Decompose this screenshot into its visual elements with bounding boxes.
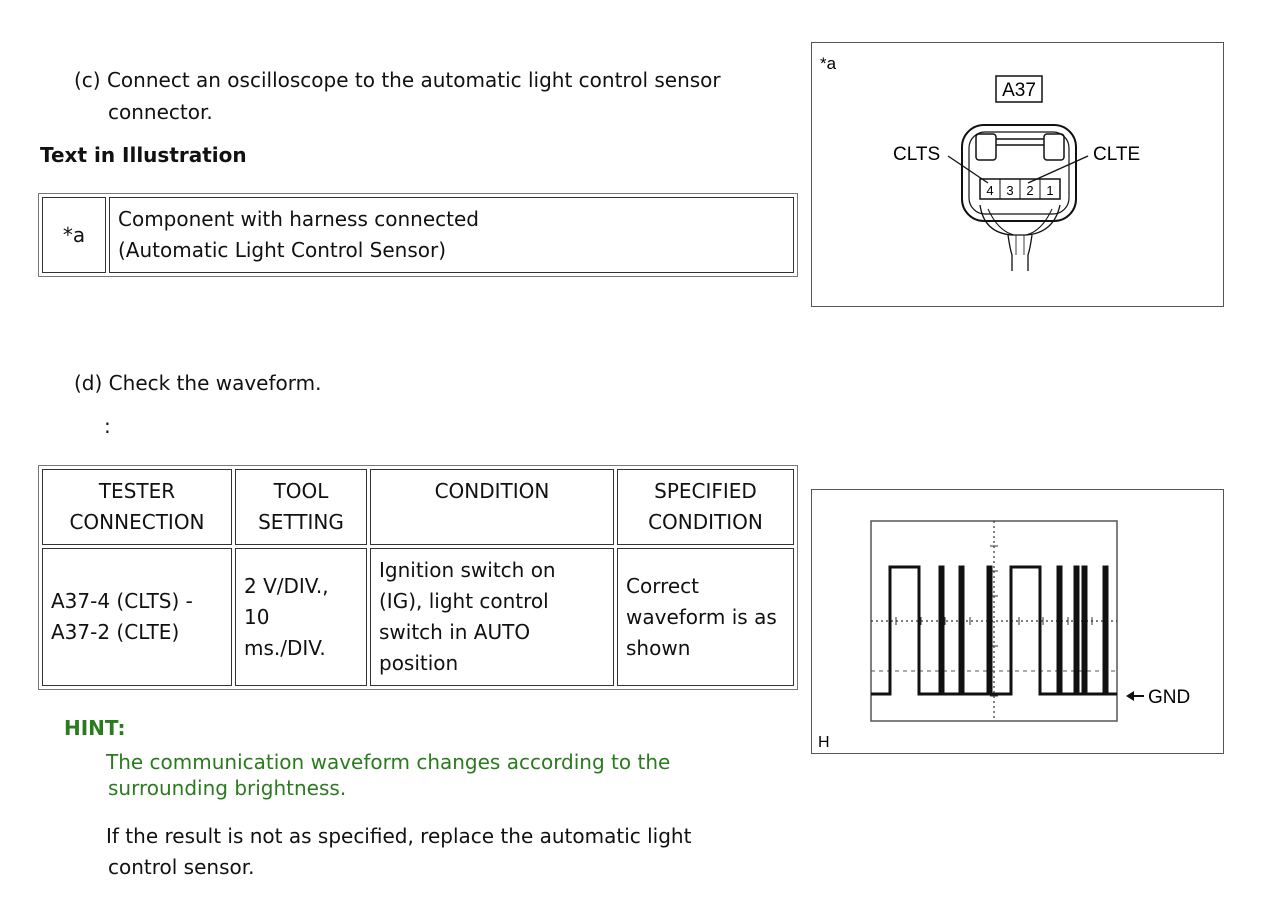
connector-drawing: *a A37 4 3 2 1 CLTS CLTE — [820, 54, 1140, 271]
table-row: A37-4 (CLTS) - A37-2 (CLTE) 2 V/DIV., 10… — [42, 548, 794, 686]
connector-inner-body — [968, 131, 1070, 215]
hint-line2: surrounding brightness. — [108, 776, 347, 800]
connector-id: A37 — [1002, 80, 1036, 101]
waveform-drawing: GND H — [818, 520, 1190, 751]
step-c-marker: (c) — [74, 68, 101, 92]
pin-1: 1 — [1046, 183, 1053, 198]
corner-label-h: H — [818, 734, 830, 751]
cell-text: Correct — [626, 573, 699, 598]
header-text: TESTER — [98, 479, 176, 503]
step-d: (d) Check the waveform. — [74, 367, 321, 399]
header-text: SETTING — [258, 510, 344, 534]
waveform-trace — [871, 565, 1117, 696]
cell-text: ms./DIV. — [244, 635, 326, 660]
cell-text: switch in AUTO — [379, 620, 531, 644]
cell-text: A37-2 (CLTE) — [51, 620, 180, 644]
result-line2: control sensor. — [108, 855, 255, 879]
connector-body — [961, 124, 1077, 222]
cell-text: shown — [626, 635, 691, 660]
header-text: TOOL — [273, 479, 329, 503]
cell-text: position — [379, 651, 459, 675]
header-tester-connection: TESTER CONNECTION — [42, 469, 232, 545]
hint-line1: The communication waveform changes accor… — [106, 750, 671, 774]
step-c: (c) Connect an oscilloscope to the autom… — [74, 64, 721, 128]
latch-left — [975, 133, 997, 161]
header-text: SPECIFIED — [654, 479, 757, 503]
cell-text: waveform is as — [626, 604, 777, 629]
pin-4: 4 — [986, 183, 993, 198]
cell-text: 10 — [244, 604, 270, 629]
description-cell: Component with harness connected (Automa… — [109, 197, 794, 273]
step-d-text: Check the waveform. — [108, 371, 322, 395]
cell-text: (IG), light control — [379, 589, 549, 613]
connector-id-box — [995, 75, 1043, 103]
step-d-marker: (d) — [74, 371, 103, 395]
cell-text: A37-4 (CLTS) - — [51, 589, 193, 613]
hint-body: The communication waveform changes accor… — [106, 749, 670, 801]
corner-label-a: *a — [820, 54, 837, 73]
text-in-illustration-table: *a Component with harness connected (Aut… — [38, 193, 798, 277]
pin-2: 2 — [1026, 183, 1033, 198]
cell-text: 2 V/DIV., — [244, 573, 329, 598]
pin-3: 3 — [1006, 183, 1013, 198]
clte-label: CLTE — [1093, 144, 1140, 165]
gnd-label: GND — [1148, 687, 1190, 708]
connector-illustration: *a A37 4 3 2 1 CLTS CLTE — [811, 42, 1224, 307]
cell-condition: Ignition switch on (IG), light control s… — [370, 548, 614, 686]
cell-tester-connection: A37-4 (CLTS) - A37-2 (CLTE) — [42, 548, 232, 686]
header-text: CONDITION — [648, 510, 763, 534]
step-c-text-line1: Connect an oscilloscope to the automatic… — [106, 68, 721, 92]
result-instruction: If the result is not as specified, repla… — [106, 821, 691, 883]
step-c-text-line2: connector. — [108, 100, 213, 124]
description-line2: (Automatic Light Control Sensor) — [118, 238, 447, 262]
header-specified-condition: SPECIFIED CONDITION — [617, 469, 794, 545]
result-line1: If the result is not as specified, repla… — [106, 824, 692, 848]
waveform-illustration: GND H — [811, 489, 1224, 754]
header-tool-setting: TOOL SETTING — [235, 469, 367, 545]
cell-specified-condition: Correct waveform is as shown — [617, 548, 794, 686]
table-row: *a Component with harness connected (Aut… — [42, 197, 794, 273]
text-in-illustration-heading: Text in Illustration — [40, 143, 247, 167]
hint-title: HINT: — [64, 716, 126, 740]
header-text: CONDITION — [434, 479, 550, 503]
header-text: CONNECTION — [69, 510, 205, 534]
spec-table: TESTER CONNECTION TOOL SETTING CONDITION… — [38, 465, 798, 690]
table-header-row: TESTER CONNECTION TOOL SETTING CONDITION… — [42, 469, 794, 545]
latch-right — [1043, 133, 1065, 161]
key-cell: *a — [42, 197, 106, 273]
clts-label: CLTS — [893, 144, 940, 165]
cell-text: Ignition switch on — [379, 558, 556, 582]
cell-tool-setting: 2 V/DIV., 10 ms./DIV. — [235, 548, 367, 686]
step-d-colon: : — [104, 414, 111, 438]
description-line1: Component with harness connected — [118, 207, 479, 231]
header-condition: CONDITION — [370, 469, 614, 545]
